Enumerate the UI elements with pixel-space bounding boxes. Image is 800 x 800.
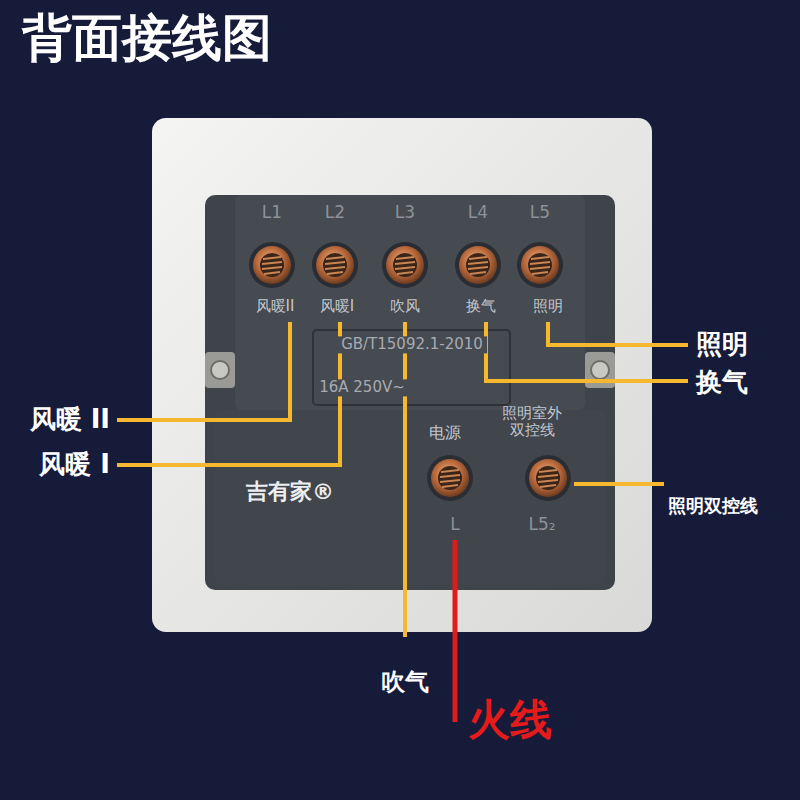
terminal-screws <box>249 242 571 501</box>
terminal-marking: L5₂ <box>528 515 555 535</box>
callout-label: 换气 <box>696 368 748 398</box>
callout-label: 吹气 <box>381 669 429 697</box>
terminal-marking: 吹风 <box>390 298 420 315</box>
terminal-marking: 16A 250V~ <box>315 379 409 396</box>
live-wire <box>453 540 458 722</box>
wall-plate <box>152 118 652 632</box>
terminal-marking: 换气 <box>466 298 496 315</box>
callout-label: 照明 <box>696 330 748 360</box>
terminal-marking: 电源 <box>429 424 461 442</box>
callout-label: 照明双控线 <box>668 496 758 517</box>
terminal-marking: 风暖I <box>320 298 354 315</box>
terminal-marking: 吉有家® <box>246 479 334 504</box>
terminal-marking: L1 <box>262 203 282 223</box>
terminal-marking: 风暖II <box>256 298 295 315</box>
callout-label: 风暖 I <box>39 450 110 480</box>
diagram-title: 背面接线图 <box>22 10 272 68</box>
callout-label: 风暖 II <box>30 405 110 435</box>
terminal-marking: L <box>450 515 459 535</box>
terminal-marking: L5 <box>530 203 550 223</box>
terminal-marking: GB/T15092.1-2010 <box>337 336 487 353</box>
terminal-marking: L3 <box>395 203 415 223</box>
switch-body <box>205 195 615 590</box>
terminal-marking: L4 <box>468 203 488 223</box>
terminal-marking: 照明 <box>533 298 563 315</box>
leader-lines <box>117 322 688 637</box>
rating-panel <box>313 330 510 405</box>
upper-block <box>235 195 585 410</box>
terminal-marking: 照明室外 双控线 <box>496 405 568 440</box>
callout-label: 火线 <box>468 696 552 744</box>
terminal-marking: L2 <box>325 203 345 223</box>
